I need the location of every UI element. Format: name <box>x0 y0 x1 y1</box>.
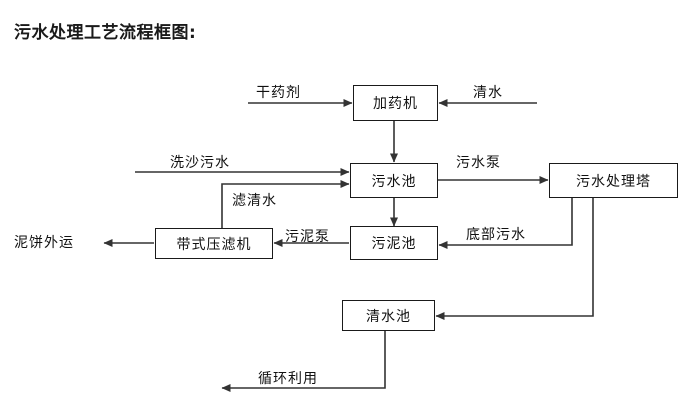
node-sludge-pool[interactable]: 污泥池 <box>350 226 438 260</box>
edge-label-bottom-wastewater: 底部污水 <box>466 227 526 243</box>
node-treatment-tower-label: 污水处理塔 <box>576 173 651 190</box>
node-sludge-pool-label: 污泥池 <box>371 236 417 252</box>
edge-label-wastewater-pump: 污水泵 <box>456 155 501 171</box>
terminal-label-recycle-reuse: 循环利用 <box>258 371 318 387</box>
node-belt-filter-press[interactable]: 带式压滤机 <box>155 228 273 259</box>
edge-label-dry-chemical: 干药剂 <box>256 85 301 101</box>
terminal-label-mud-cake-out: 泥饼外运 <box>14 235 74 251</box>
edge-label-sludge-pump: 污泥泵 <box>285 229 330 245</box>
page-title: 污水处理工艺流程框图: <box>14 23 197 43</box>
node-clear-water-pool-label: 清水池 <box>366 308 411 325</box>
edge-label-filtered-water: 滤清水 <box>232 193 277 209</box>
node-wastewater-pool-label: 污水池 <box>371 173 417 190</box>
node-dosing-machine-label: 加药机 <box>373 96 418 112</box>
edge-label-clean-water-in: 清水 <box>473 85 503 101</box>
node-belt-filter-press-label: 带式压滤机 <box>176 236 252 253</box>
node-treatment-tower[interactable]: 污水处理塔 <box>549 163 678 198</box>
node-clear-water-pool[interactable]: 清水池 <box>342 300 435 331</box>
edge-label-sand-wash-wastewater: 洗沙污水 <box>170 155 230 171</box>
node-dosing-machine[interactable]: 加药机 <box>353 85 438 121</box>
node-wastewater-pool[interactable]: 污水池 <box>350 163 438 198</box>
